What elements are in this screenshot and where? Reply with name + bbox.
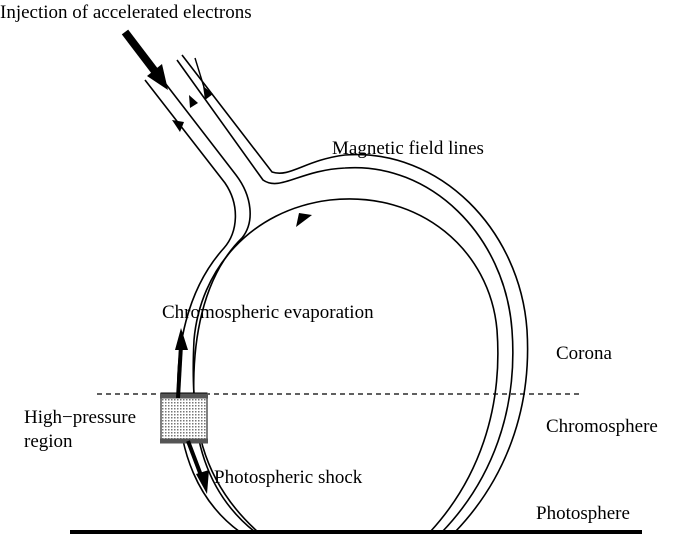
corona-label: Corona	[556, 343, 612, 364]
field-arrow-left-up	[172, 120, 184, 132]
chromosphere-label: Chromosphere	[546, 416, 658, 437]
field-arrow-loop-top	[296, 213, 312, 227]
photosphere-label: Photosphere	[536, 503, 630, 524]
magnetic-field-line-left-outer	[154, 69, 256, 533]
region-label: region	[24, 431, 73, 452]
magnetic-field-line-outer	[181, 54, 529, 533]
field-arrow-top-right	[203, 86, 213, 100]
evaporation-arrow-head	[175, 328, 188, 350]
injection-label: Injection of accelerated electrons	[0, 2, 252, 23]
magnetic-field-line-middle	[176, 59, 514, 533]
high-pressure-region-shading	[160, 392, 208, 444]
chromospheric-evaporation-label: Chromospheric evaporation	[162, 302, 374, 323]
photospheric-shock-label: Photospheric shock	[214, 467, 363, 488]
injection-arrow-head	[147, 64, 168, 90]
magnetic-field-lines-label: Magnetic field lines	[332, 138, 484, 159]
field-arrow-upper-middle	[189, 95, 198, 108]
shock-arrow-head	[196, 470, 209, 494]
shock-arrow-shaft	[186, 440, 204, 479]
evaporation-arrow-shaft	[176, 344, 183, 399]
high-pressure-label: High−pressure	[24, 407, 137, 428]
